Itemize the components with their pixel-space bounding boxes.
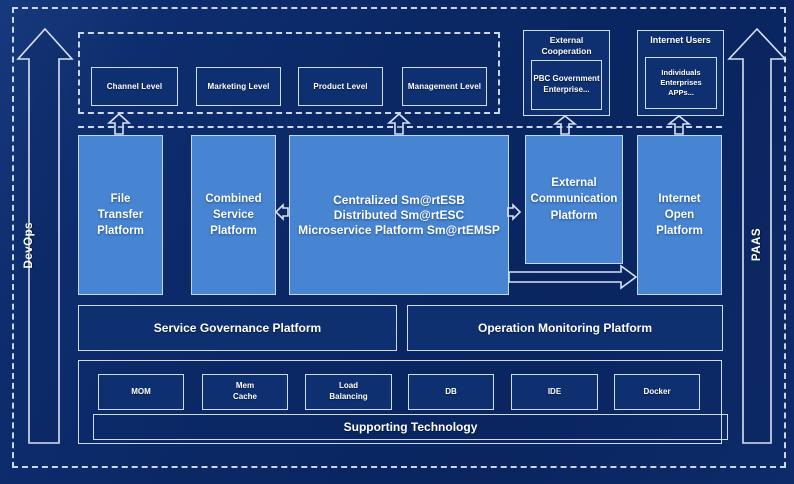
esb-core-platform-box: Centralized Sm@rtESB Distributed Sm@rtES… <box>289 135 509 295</box>
paas-up-arrow-icon <box>727 27 787 444</box>
esb-core-platform-label: Centralized Sm@rtESB Distributed Sm@rtES… <box>298 192 500 237</box>
supporting-technology-label: Supporting Technology <box>343 420 478 434</box>
service-governance-platform-box: Service Governance Platform <box>78 305 397 351</box>
paas-label-text: PAAS <box>751 228 763 262</box>
tech-mem-cache-label: Mem Cache <box>232 381 257 401</box>
external-cooperation-title: External Cooperation <box>541 35 592 57</box>
marketing-level-box: Marketing Level <box>196 67 281 106</box>
outer-dashed-border <box>12 7 786 468</box>
supporting-technology-bar: Supporting Technology <box>93 414 728 440</box>
up-arrow-icon <box>106 112 132 135</box>
combined-service-platform-label: Combined Service Platform <box>205 192 262 238</box>
channel-level-label: Channel Level <box>106 82 163 91</box>
combined-service-platform-box: Combined Service Platform <box>191 135 276 295</box>
up-arrow-icon <box>552 114 578 135</box>
devops-rail-label: DevOps <box>14 150 44 340</box>
tech-db-label: DB <box>445 386 457 396</box>
management-level-label: Management Level <box>407 82 482 91</box>
tech-ide-label: IDE <box>547 386 562 396</box>
external-cooperation-members-box: PBC Government Enterprise... <box>531 60 602 110</box>
tech-docker-label: Docker <box>643 386 671 396</box>
supporting-technology-container <box>78 360 722 444</box>
tech-box-ide: IDE <box>511 374 598 410</box>
tech-box-mom: MOM <box>98 374 184 410</box>
external-communication-platform-label: External Communication Platform <box>530 177 618 222</box>
left-arrow-icon <box>274 203 289 221</box>
tech-mom-label: MOM <box>131 386 151 396</box>
paas-rail-label: PAAS <box>742 150 772 340</box>
channel-level-box: Channel Level <box>91 67 178 106</box>
up-arrow-icon <box>386 112 412 135</box>
devops-label-text: DevOps <box>23 221 35 269</box>
devops-up-arrow-icon <box>16 27 74 444</box>
file-transfer-platform-box: File Transfer Platform <box>78 135 163 295</box>
tech-box-load-balancing: Load Balancing <box>305 374 392 410</box>
operation-monitoring-platform-box: Operation Monitoring Platform <box>407 305 723 351</box>
tech-load-balancing-label: Load Balancing <box>329 381 368 401</box>
up-arrow-icon <box>666 114 692 135</box>
tech-box-mem-cache: Mem Cache <box>202 374 288 410</box>
internet-users-members: Individuals Enterprises APPs... <box>660 67 702 98</box>
product-level-box: Product Level <box>298 67 383 106</box>
external-cooperation-box: External Cooperation PBC Government Ente… <box>523 30 610 116</box>
external-communication-platform-box: External Communication Platform <box>525 135 623 264</box>
management-level-box: Management Level <box>402 67 487 106</box>
layer-separator-dashed-line <box>78 126 722 128</box>
tech-box-docker: Docker <box>614 374 700 410</box>
operation-monitoring-platform-label: Operation Monitoring Platform <box>478 321 652 335</box>
internet-open-platform-label: Internet Open Platform <box>656 192 703 238</box>
channel-zone-dashed-container <box>78 32 500 114</box>
internet-users-box: Internet Users Individuals Enterprises A… <box>637 30 724 116</box>
right-arrow-icon <box>507 203 522 221</box>
flow-right-arrow-icon <box>508 264 638 290</box>
internet-open-platform-box: Internet Open Platform <box>637 135 722 295</box>
file-transfer-platform-label: File Transfer Platform <box>97 192 144 238</box>
product-level-label: Product Level <box>313 82 368 91</box>
internet-users-members-box: Individuals Enterprises APPs... <box>645 57 717 109</box>
tech-box-db: DB <box>408 374 494 410</box>
marketing-level-label: Marketing Level <box>207 82 270 91</box>
service-governance-platform-label: Service Governance Platform <box>153 321 322 335</box>
external-cooperation-members: PBC Government Enterprise... <box>533 74 600 94</box>
internet-users-title: Internet Users <box>650 35 711 45</box>
